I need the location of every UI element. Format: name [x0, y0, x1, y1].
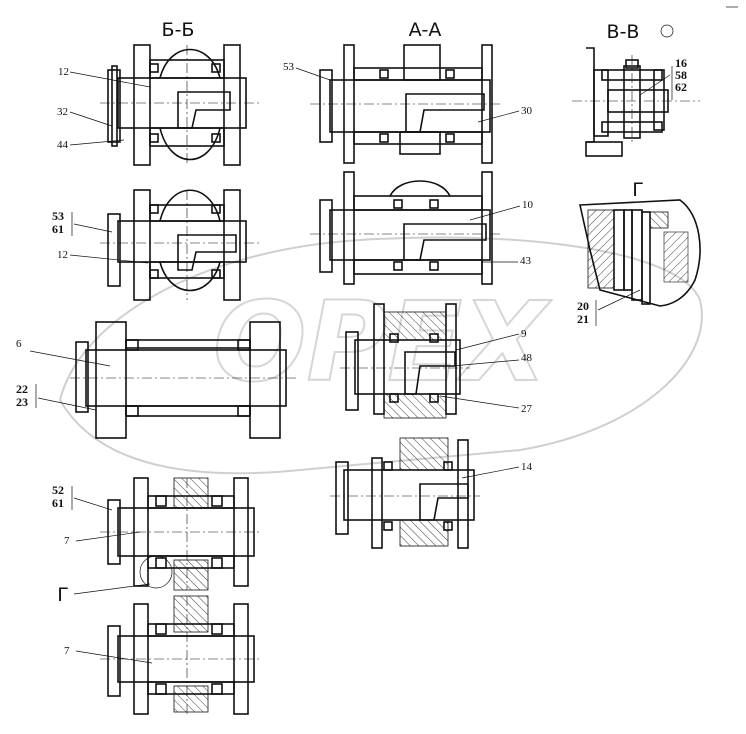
section-title-bb: Б-Б	[162, 19, 195, 41]
callout-61a: 61	[52, 222, 64, 236]
callout-16: 16	[675, 56, 687, 70]
detail-g	[579, 199, 701, 307]
assembly-6	[70, 321, 296, 439]
assembly-7-upper	[100, 477, 262, 591]
callout-7a: 7	[64, 535, 70, 547]
assembly-bb-top	[100, 44, 260, 166]
callout-10: 10	[522, 199, 534, 211]
callout-53a: 53	[283, 61, 295, 73]
watermark: OPEX	[58, 236, 703, 475]
callout-12a: 12	[58, 66, 69, 78]
section-ref-g: Г	[57, 584, 69, 606]
callout-27: 27	[521, 403, 533, 415]
callout-62: 62	[675, 80, 687, 94]
callout-23: 23	[16, 395, 28, 409]
assembly-7-lower	[100, 595, 262, 716]
assembly-9	[340, 303, 470, 419]
section-title-aa: А-А	[409, 19, 442, 41]
callout-58: 58	[675, 68, 687, 82]
view-marker-circle	[660, 24, 674, 38]
callout-30: 30	[521, 105, 533, 117]
callout-14: 14	[521, 461, 533, 473]
assembly-aa-top	[310, 44, 500, 164]
callout-53b: 53	[52, 209, 64, 223]
callout-61b: 61	[52, 496, 64, 510]
callout-22: 22	[16, 382, 28, 396]
assembly-bb-second	[100, 189, 262, 301]
assembly-vv	[572, 47, 700, 157]
callout-48: 48	[521, 352, 533, 364]
callout-20: 20	[577, 299, 589, 313]
assembly-aa-second	[310, 171, 500, 285]
callout-52: 52	[52, 483, 64, 497]
assembly-14	[330, 437, 480, 549]
callout-9: 9	[521, 328, 527, 340]
callout-12b: 12	[57, 249, 68, 261]
section-title-g: Г	[632, 179, 644, 201]
callout-44: 44	[57, 139, 69, 151]
callout-43: 43	[520, 255, 532, 267]
callout-7b: 7	[64, 645, 70, 657]
section-title-vv: В-В	[607, 21, 640, 43]
callout-32: 32	[57, 106, 68, 118]
callout-21: 21	[577, 312, 589, 326]
watermark-text: OPEX	[213, 278, 552, 406]
callout-6: 6	[16, 338, 22, 350]
